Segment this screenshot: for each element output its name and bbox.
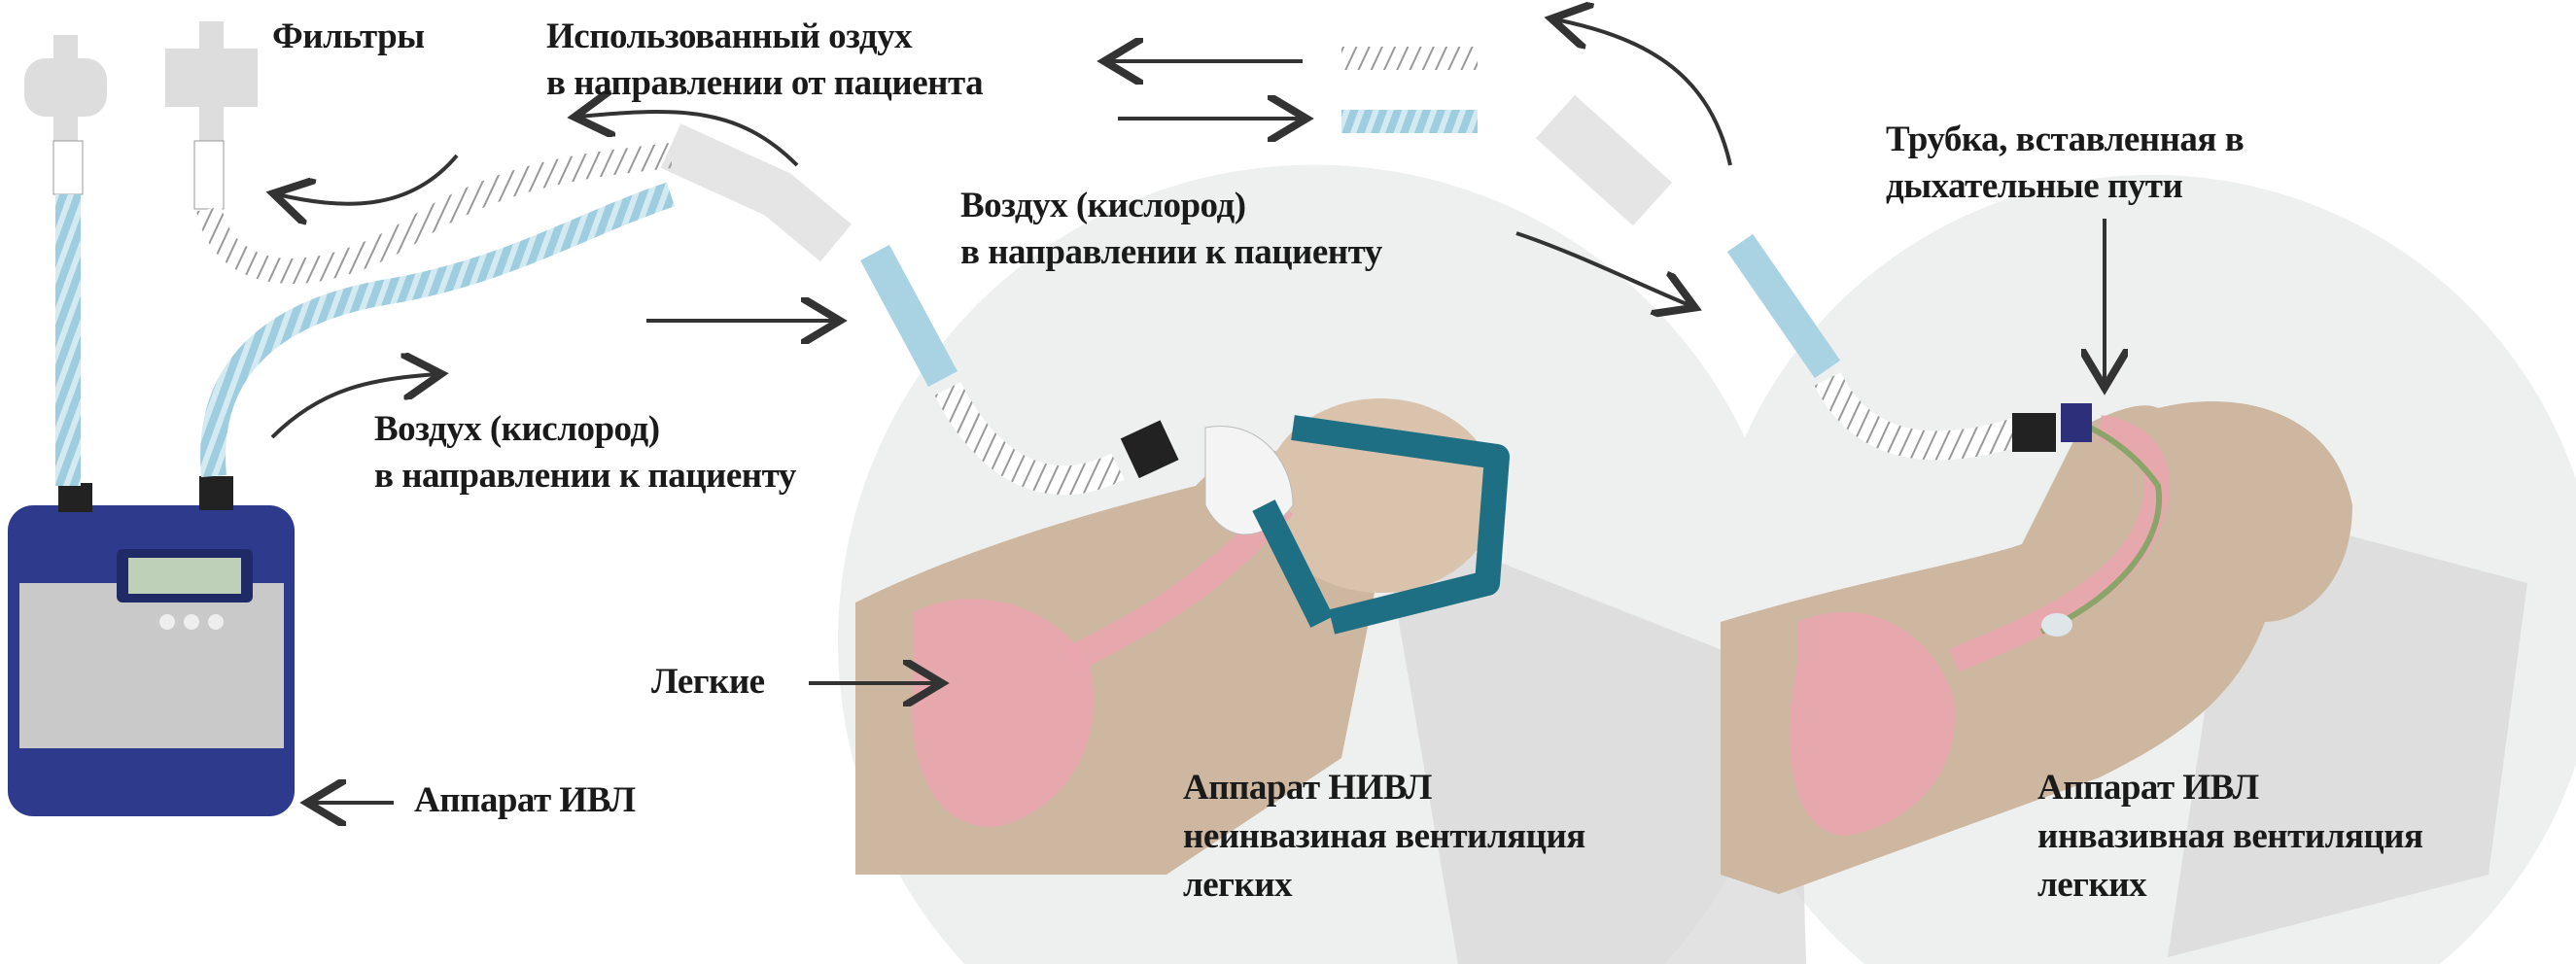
label-line: легких	[1183, 865, 1293, 905]
label-line: в направлении к пациенту	[374, 456, 796, 496]
arrow-to-patient-top	[1515, 231, 1691, 306]
filters	[24, 21, 258, 210]
label-ventilator: Аппарат ИВЛ	[414, 780, 636, 820]
label-lungs: Легкие	[651, 662, 765, 702]
label-line: Аппарат ИВЛ	[2037, 768, 2259, 808]
arrow-inhale-curve	[270, 374, 437, 439]
label-iv: Аппарат ИВЛ инвазивная вентиляция легких	[2037, 764, 2423, 910]
label-line: Трубка, вставленная в	[1886, 120, 2245, 159]
label-used-air: Использованный оздух в направлении от па…	[546, 14, 984, 107]
label-line: в направлении от пациента	[546, 63, 984, 103]
label-line: неинвазиная вентиляция	[1183, 816, 1585, 856]
label-line: Воздух (кислород)	[374, 409, 660, 449]
label-niv: Аппарат НИВЛ неинвазиная вентиляция легк…	[1183, 764, 1585, 910]
arrow-exhaust-curve-2	[277, 154, 459, 204]
flow-arrows	[272, 19, 2105, 803]
niv-patient-illustration	[855, 398, 1806, 964]
label-line: легких	[2037, 865, 2147, 905]
breathing-circuit	[55, 47, 2056, 496]
ventilator-device	[8, 476, 295, 816]
label-line: в направлении к пациенту	[960, 232, 1382, 272]
arrow-used-air-up	[1555, 19, 1732, 166]
label-air-to-patient-left: Воздух (кислород) в направлении к пациен…	[374, 406, 796, 499]
label-line: инвазивная вентиляция	[2037, 816, 2423, 856]
iv-patient-illustration	[1721, 401, 2527, 957]
label-line: Использованный оздух	[546, 17, 913, 56]
label-line: Воздух (кислород)	[960, 186, 1246, 225]
label-air-to-patient-top: Воздух (кислород) в направлении к пациен…	[960, 183, 1382, 276]
label-filters: Фильтры	[272, 17, 425, 56]
label-line: дыхательные пути	[1886, 166, 2183, 206]
label-line: Аппарат НИВЛ	[1183, 768, 1432, 808]
label-tube-in-airways: Трубка, вставленная в дыхательные пути	[1886, 117, 2245, 210]
arrow-exhaust-curve	[578, 112, 799, 167]
